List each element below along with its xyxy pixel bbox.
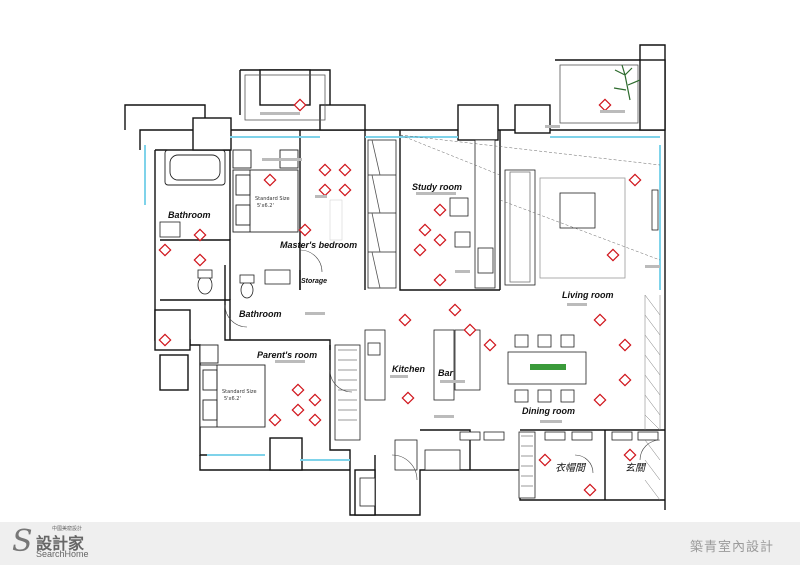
walls xyxy=(124,44,666,516)
logo-s-mark-icon: S xyxy=(12,524,33,559)
room-label-masters-bedroom: Master's bedroom xyxy=(280,240,357,250)
bed-size-parent-2: 5'x6.2' xyxy=(224,396,241,402)
bed-size-master-1: Standard Size xyxy=(255,196,290,202)
bathtub xyxy=(164,149,226,186)
bed-size-parent-1: Standard Size xyxy=(222,389,257,395)
room-label-storage: Storage xyxy=(301,278,327,285)
study-desk xyxy=(449,139,496,289)
wall-blocks xyxy=(154,59,666,516)
kitchen-counter xyxy=(364,329,505,471)
room-label-bar: Bar xyxy=(438,368,454,378)
room-label-bathroom-top: Bathroom xyxy=(168,210,211,220)
designer-name: 築青室內設計 xyxy=(689,540,774,555)
room-label-bathroom-mid: Bathroom xyxy=(239,309,282,319)
parents-bed xyxy=(199,344,266,428)
balconies xyxy=(244,64,639,124)
dining-plant xyxy=(530,364,566,370)
room-label-entrance: 玄關 xyxy=(625,462,647,474)
glass-wall xyxy=(644,294,661,501)
room-label-parents-room: Parent's room xyxy=(257,350,317,360)
wardrobes xyxy=(334,139,536,499)
bathroom-fixtures xyxy=(159,221,291,299)
bed-size-master-2: 5'x6.2' xyxy=(257,203,274,209)
logo-english-text: SearchHome xyxy=(36,549,89,559)
room-label-dining-room: Dining room xyxy=(522,406,575,416)
entrance-furniture xyxy=(359,431,659,507)
sofa xyxy=(504,169,659,286)
annotations xyxy=(260,110,660,423)
searchhome-logo: S 中國美窟設計 設計家 SearchHome xyxy=(8,524,148,564)
footer-bar xyxy=(0,522,800,565)
room-label-closet: 衣帽間 xyxy=(555,462,587,474)
room-label-living-room: Living room xyxy=(562,290,614,300)
room-label-study-room: Study room xyxy=(412,182,462,192)
doors xyxy=(224,249,661,481)
tree-icon xyxy=(613,64,641,101)
logo-subtitle: 中國美窟設計 xyxy=(52,526,83,532)
ceiling-lights xyxy=(158,98,642,497)
logo-main-text: 設計家 xyxy=(36,534,85,553)
room-label-kitchen: Kitchen xyxy=(392,364,426,374)
ceiling-lines xyxy=(399,134,661,261)
master-bed xyxy=(232,149,299,233)
